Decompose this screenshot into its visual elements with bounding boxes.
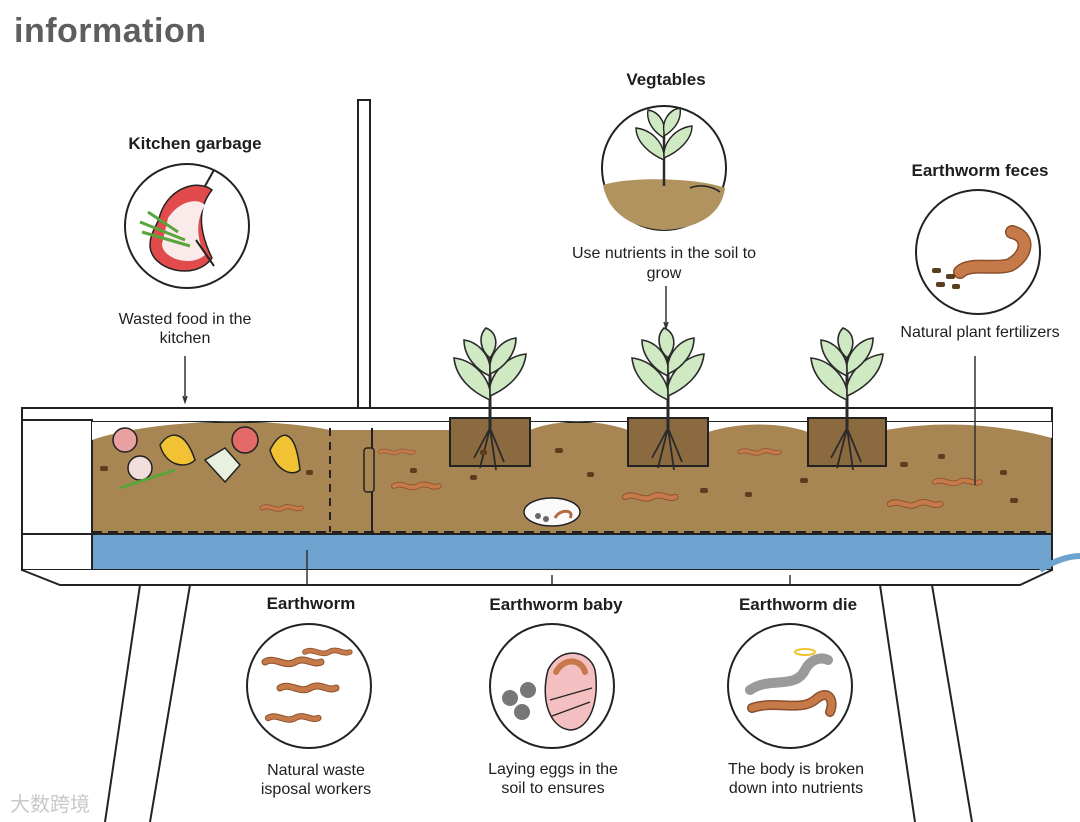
watermark: 大数跨境 (10, 792, 90, 816)
kitchen-garbage-desc-line1: Wasted food in the (118, 311, 252, 328)
earthworm-baby-circle (489, 623, 615, 749)
dead-worm-icon (745, 648, 837, 717)
earthworm-heading: Earthworm (266, 594, 356, 613)
egg-cluster (523, 497, 581, 527)
worm-icon (953, 225, 1032, 279)
kitchen-garbage-desc-line2: kitchen (159, 330, 211, 347)
vegetables-heading: Vegtables (626, 70, 706, 89)
earthworm-circle (246, 623, 372, 749)
vegetables-desc-line2: grow (646, 265, 682, 282)
earthworm-die-desc-line1: The body is broken (727, 761, 865, 778)
earthworm-baby-heading: Earthworm baby (489, 595, 623, 614)
earthworm-baby-desc-line1: Laying eggs in the (488, 761, 618, 778)
page-title: information (14, 12, 207, 50)
water-layer (91, 533, 1053, 571)
leader-lines (182, 286, 976, 585)
earthworm-desc-line1: Natural waste (267, 762, 365, 779)
vegetables-circle (601, 105, 727, 231)
compost-bin (21, 407, 1080, 586)
kitchen-garbage-circle (124, 163, 250, 289)
divider-board (357, 99, 371, 411)
kitchen-garbage-heading: Kitchen garbage (128, 134, 262, 153)
vegetables-desc-line1: Use nutrients in the soil to (571, 245, 757, 262)
egg-cocoon-icon (502, 652, 597, 731)
earthworm-baby-desc-line2: soil to ensures (501, 780, 605, 797)
stand-legs (104, 584, 973, 822)
earthworm-feces-circle (915, 189, 1041, 315)
kitchen-waste-pile (112, 426, 301, 490)
earthworm-desc-line2: isposal workers (260, 781, 372, 798)
seedling-icon (635, 107, 693, 186)
earthworm-feces-heading: Earthworm feces (911, 161, 1049, 180)
earthworm-die-circle (727, 623, 853, 749)
earthworm-die-desc-line2: down into nutrients (728, 780, 864, 797)
earthworm-feces-desc: Natural plant fertilizers (900, 324, 1060, 341)
castings-dots (100, 448, 1018, 503)
apple-core-icon (139, 169, 215, 272)
earthworm-die-heading: Earthworm die (738, 595, 858, 614)
